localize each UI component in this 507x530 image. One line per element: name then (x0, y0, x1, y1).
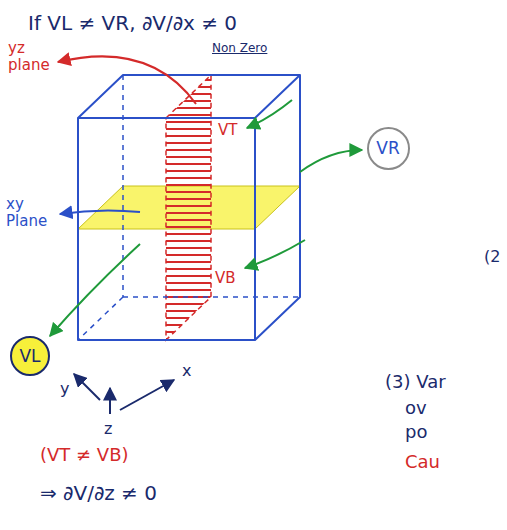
condition-note: If VL ≠ VR, ∂V/∂x ≠ 0 (28, 12, 237, 35)
hidden-edge (122, 75, 124, 297)
node-text: VL (19, 347, 40, 366)
cut-text: po (405, 422, 427, 443)
node-text: VR (376, 139, 399, 158)
note-text: Non Zero (212, 42, 267, 56)
leader-arrow (58, 56, 196, 104)
right-face (255, 75, 300, 340)
axis-arrow (74, 374, 100, 400)
cut-text: (2 (484, 248, 500, 266)
cut-text: ov (405, 398, 427, 419)
condition-note: (VT ≠ VB) (40, 445, 129, 466)
leader-arrow (247, 100, 292, 128)
axis-label: z (104, 420, 112, 438)
hidden-edges (78, 75, 300, 340)
leader-arrow (50, 244, 140, 336)
plane-label: yz plane (8, 40, 54, 75)
axis-arrow (109, 388, 111, 414)
cut-text: Cau (405, 452, 440, 473)
hidden-edge (123, 296, 300, 298)
axes (74, 374, 174, 414)
cube-edges (78, 75, 300, 340)
axis-label: y (60, 380, 69, 398)
yz-plane (166, 75, 211, 340)
front-face (78, 118, 255, 340)
plane-label: xy Plane (6, 196, 54, 231)
circled-label: VL (10, 336, 50, 376)
leader-arrow (300, 150, 362, 172)
axis-label: x (182, 362, 191, 380)
circled-label: VR (367, 127, 410, 170)
hidden-edge (78, 297, 123, 340)
cut-text: (3) Var (385, 372, 446, 393)
result-note: ⇒ ∂V/∂z ≠ 0 (40, 482, 157, 505)
leader-arrow (60, 210, 140, 214)
axis-arrow (120, 380, 174, 410)
potential-label: VB (215, 270, 236, 287)
leader-arrow (245, 240, 305, 268)
potential-label: VT (218, 122, 237, 139)
